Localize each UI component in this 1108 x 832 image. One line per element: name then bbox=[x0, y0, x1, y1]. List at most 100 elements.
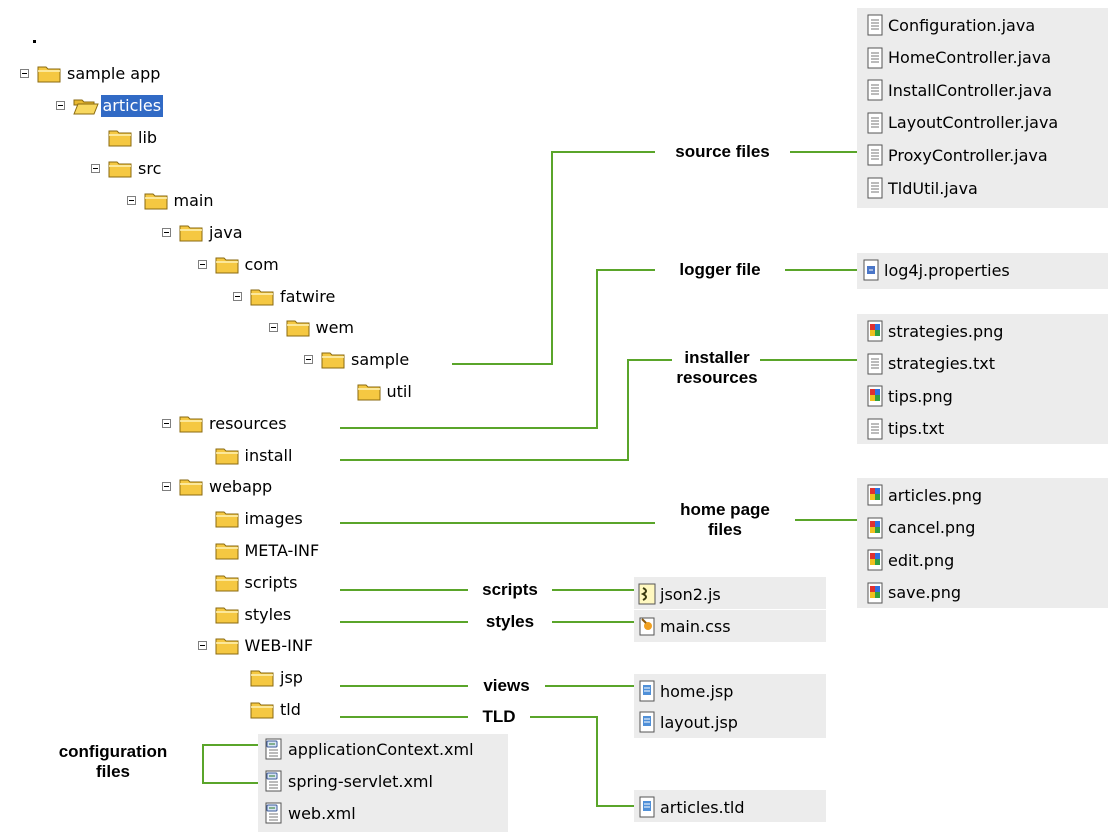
tree-node-resources[interactable]: resources bbox=[162, 412, 422, 436]
file-item-views[interactable]: home.jsp bbox=[638, 676, 733, 706]
tree-node-articles[interactable]: articles bbox=[55, 94, 316, 118]
tree-node-main[interactable]: main bbox=[126, 189, 387, 213]
tree-node-styles[interactable]: styles bbox=[198, 603, 458, 627]
tree-node-scripts[interactable]: scripts bbox=[198, 571, 458, 595]
file-item-source[interactable]: TldUtil.java bbox=[866, 173, 978, 203]
jsp-file-icon bbox=[638, 680, 656, 702]
tree-node-java[interactable]: java bbox=[162, 221, 422, 245]
tree-node-sample[interactable]: sample bbox=[304, 348, 564, 372]
tree-node-install[interactable]: install bbox=[198, 444, 458, 468]
collapse-toggle-icon[interactable] bbox=[126, 196, 136, 206]
tree-node-wem[interactable]: wem bbox=[268, 316, 529, 340]
tree-node-util[interactable]: util bbox=[340, 380, 600, 404]
tree-node-tld[interactable]: tld bbox=[233, 698, 493, 722]
dot-mark bbox=[33, 40, 36, 43]
collapse-toggle-icon[interactable] bbox=[91, 164, 100, 174]
tree-node-label: com bbox=[244, 254, 279, 274]
tree-node-label: jsp bbox=[280, 668, 303, 688]
collapse-toggle-icon[interactable] bbox=[197, 641, 207, 651]
file-item-home[interactable]: save.png bbox=[866, 578, 961, 608]
file-item-home[interactable]: cancel.png bbox=[866, 513, 975, 543]
image-file-icon bbox=[866, 484, 884, 506]
tree-node-label: sample bbox=[351, 350, 410, 370]
config-file-item[interactable]: spring-servlet.xml bbox=[264, 766, 433, 796]
label-views: views bbox=[483, 676, 530, 695]
tree-node-sample-app[interactable]: sample app bbox=[20, 62, 280, 86]
tree-node-webapp[interactable]: webapp bbox=[162, 475, 422, 499]
collapse-toggle-icon[interactable] bbox=[162, 482, 171, 492]
file-name: InstallController.java bbox=[888, 80, 1053, 100]
tree-node-label: WEB-INF bbox=[244, 636, 314, 656]
file-name: TldUtil.java bbox=[888, 178, 978, 198]
file-item-home[interactable]: edit.png bbox=[866, 545, 954, 575]
collapse-toggle-icon[interactable] bbox=[55, 100, 65, 110]
tree-node-web-inf[interactable]: WEB-INF bbox=[197, 634, 458, 658]
collapse-toggle-icon[interactable] bbox=[162, 228, 171, 237]
installer-resources-panel bbox=[857, 314, 1108, 444]
file-item-scripts[interactable]: json2.js bbox=[638, 579, 721, 609]
source-files-panel bbox=[857, 8, 1108, 208]
file-name: json2.js bbox=[660, 584, 721, 604]
views-panel bbox=[634, 674, 826, 738]
folder-open-icon bbox=[37, 64, 61, 83]
collapse-toggle-icon[interactable] bbox=[233, 291, 242, 301]
tree-node-com[interactable]: com bbox=[197, 253, 458, 277]
file-name: edit.png bbox=[888, 550, 955, 570]
collapse-toggle-icon[interactable] bbox=[20, 69, 29, 78]
tree-node-src[interactable]: src bbox=[91, 157, 351, 181]
file-item-home[interactable]: articles.png bbox=[866, 480, 982, 510]
config-files-panel bbox=[258, 734, 508, 832]
connector-configuration-files bbox=[202, 744, 258, 784]
text-file-icon bbox=[866, 353, 884, 375]
folder-open-icon bbox=[321, 350, 345, 369]
file-item-source[interactable]: ProxyController.java bbox=[866, 140, 1048, 170]
file-name: spring-servlet.xml bbox=[288, 771, 433, 791]
file-item-logger[interactable]: log4j.properties bbox=[862, 255, 1010, 285]
label-home-page-files: home page files bbox=[655, 500, 795, 540]
collapse-toggle-icon[interactable] bbox=[268, 323, 278, 333]
file-item-installer[interactable]: tips.png bbox=[866, 381, 953, 411]
folder-open-icon bbox=[215, 636, 239, 655]
file-item-source[interactable]: Configuration.java bbox=[866, 10, 1035, 40]
file-name: home.jsp bbox=[660, 681, 734, 701]
tree-node-label: webapp bbox=[209, 477, 273, 497]
file-item-styles[interactable]: main.css bbox=[638, 611, 731, 641]
text-file-icon bbox=[866, 14, 884, 36]
connector-logger-file bbox=[340, 269, 857, 429]
jsp-file-icon bbox=[638, 796, 656, 818]
file-name: strategies.txt bbox=[888, 354, 995, 374]
file-item-installer[interactable]: strategies.txt bbox=[866, 349, 995, 379]
file-name: Configuration.java bbox=[888, 15, 1036, 35]
tree-node-fatwire[interactable]: fatwire bbox=[233, 285, 493, 309]
config-file-item[interactable]: web.xml bbox=[264, 798, 356, 828]
file-item-source[interactable]: HomeController.java bbox=[866, 43, 1051, 73]
file-name: web.xml bbox=[288, 803, 356, 823]
file-name: articles.png bbox=[888, 485, 983, 505]
tree-node-label: java bbox=[209, 223, 243, 242]
script-file-icon bbox=[638, 583, 656, 605]
label-configuration-line2: files bbox=[95, 762, 131, 781]
logger-file-panel bbox=[857, 253, 1108, 289]
tree-node-images[interactable]: images bbox=[198, 507, 458, 531]
file-item-source[interactable]: InstallController.java bbox=[866, 75, 1052, 105]
file-item-installer[interactable]: tips.txt bbox=[866, 414, 944, 444]
file-item-source[interactable]: LayoutController.java bbox=[866, 108, 1058, 138]
collapse-toggle-icon[interactable] bbox=[162, 418, 171, 428]
tree-node-jsp[interactable]: jsp bbox=[233, 666, 493, 690]
file-name: layout.jsp bbox=[660, 712, 738, 732]
file-item-tld[interactable]: articles.tld bbox=[638, 792, 744, 822]
tree-node-meta-inf[interactable]: META-INF bbox=[198, 539, 458, 563]
folder-icon bbox=[215, 509, 239, 528]
file-name: log4j.properties bbox=[884, 260, 1010, 280]
collapse-toggle-icon[interactable] bbox=[304, 355, 313, 365]
file-item-installer[interactable]: strategies.png bbox=[866, 316, 1003, 346]
collapse-toggle-icon[interactable] bbox=[197, 259, 207, 269]
label-installer-line2: resources bbox=[676, 368, 758, 387]
folder-icon bbox=[215, 446, 239, 465]
css-file-icon bbox=[638, 615, 656, 637]
connector-tld bbox=[340, 716, 634, 807]
file-item-views[interactable]: layout.jsp bbox=[638, 707, 738, 737]
tree-node-lib[interactable]: lib bbox=[91, 126, 351, 150]
tld-panel bbox=[634, 790, 826, 822]
config-file-item[interactable]: applicationContext.xml bbox=[264, 734, 474, 764]
